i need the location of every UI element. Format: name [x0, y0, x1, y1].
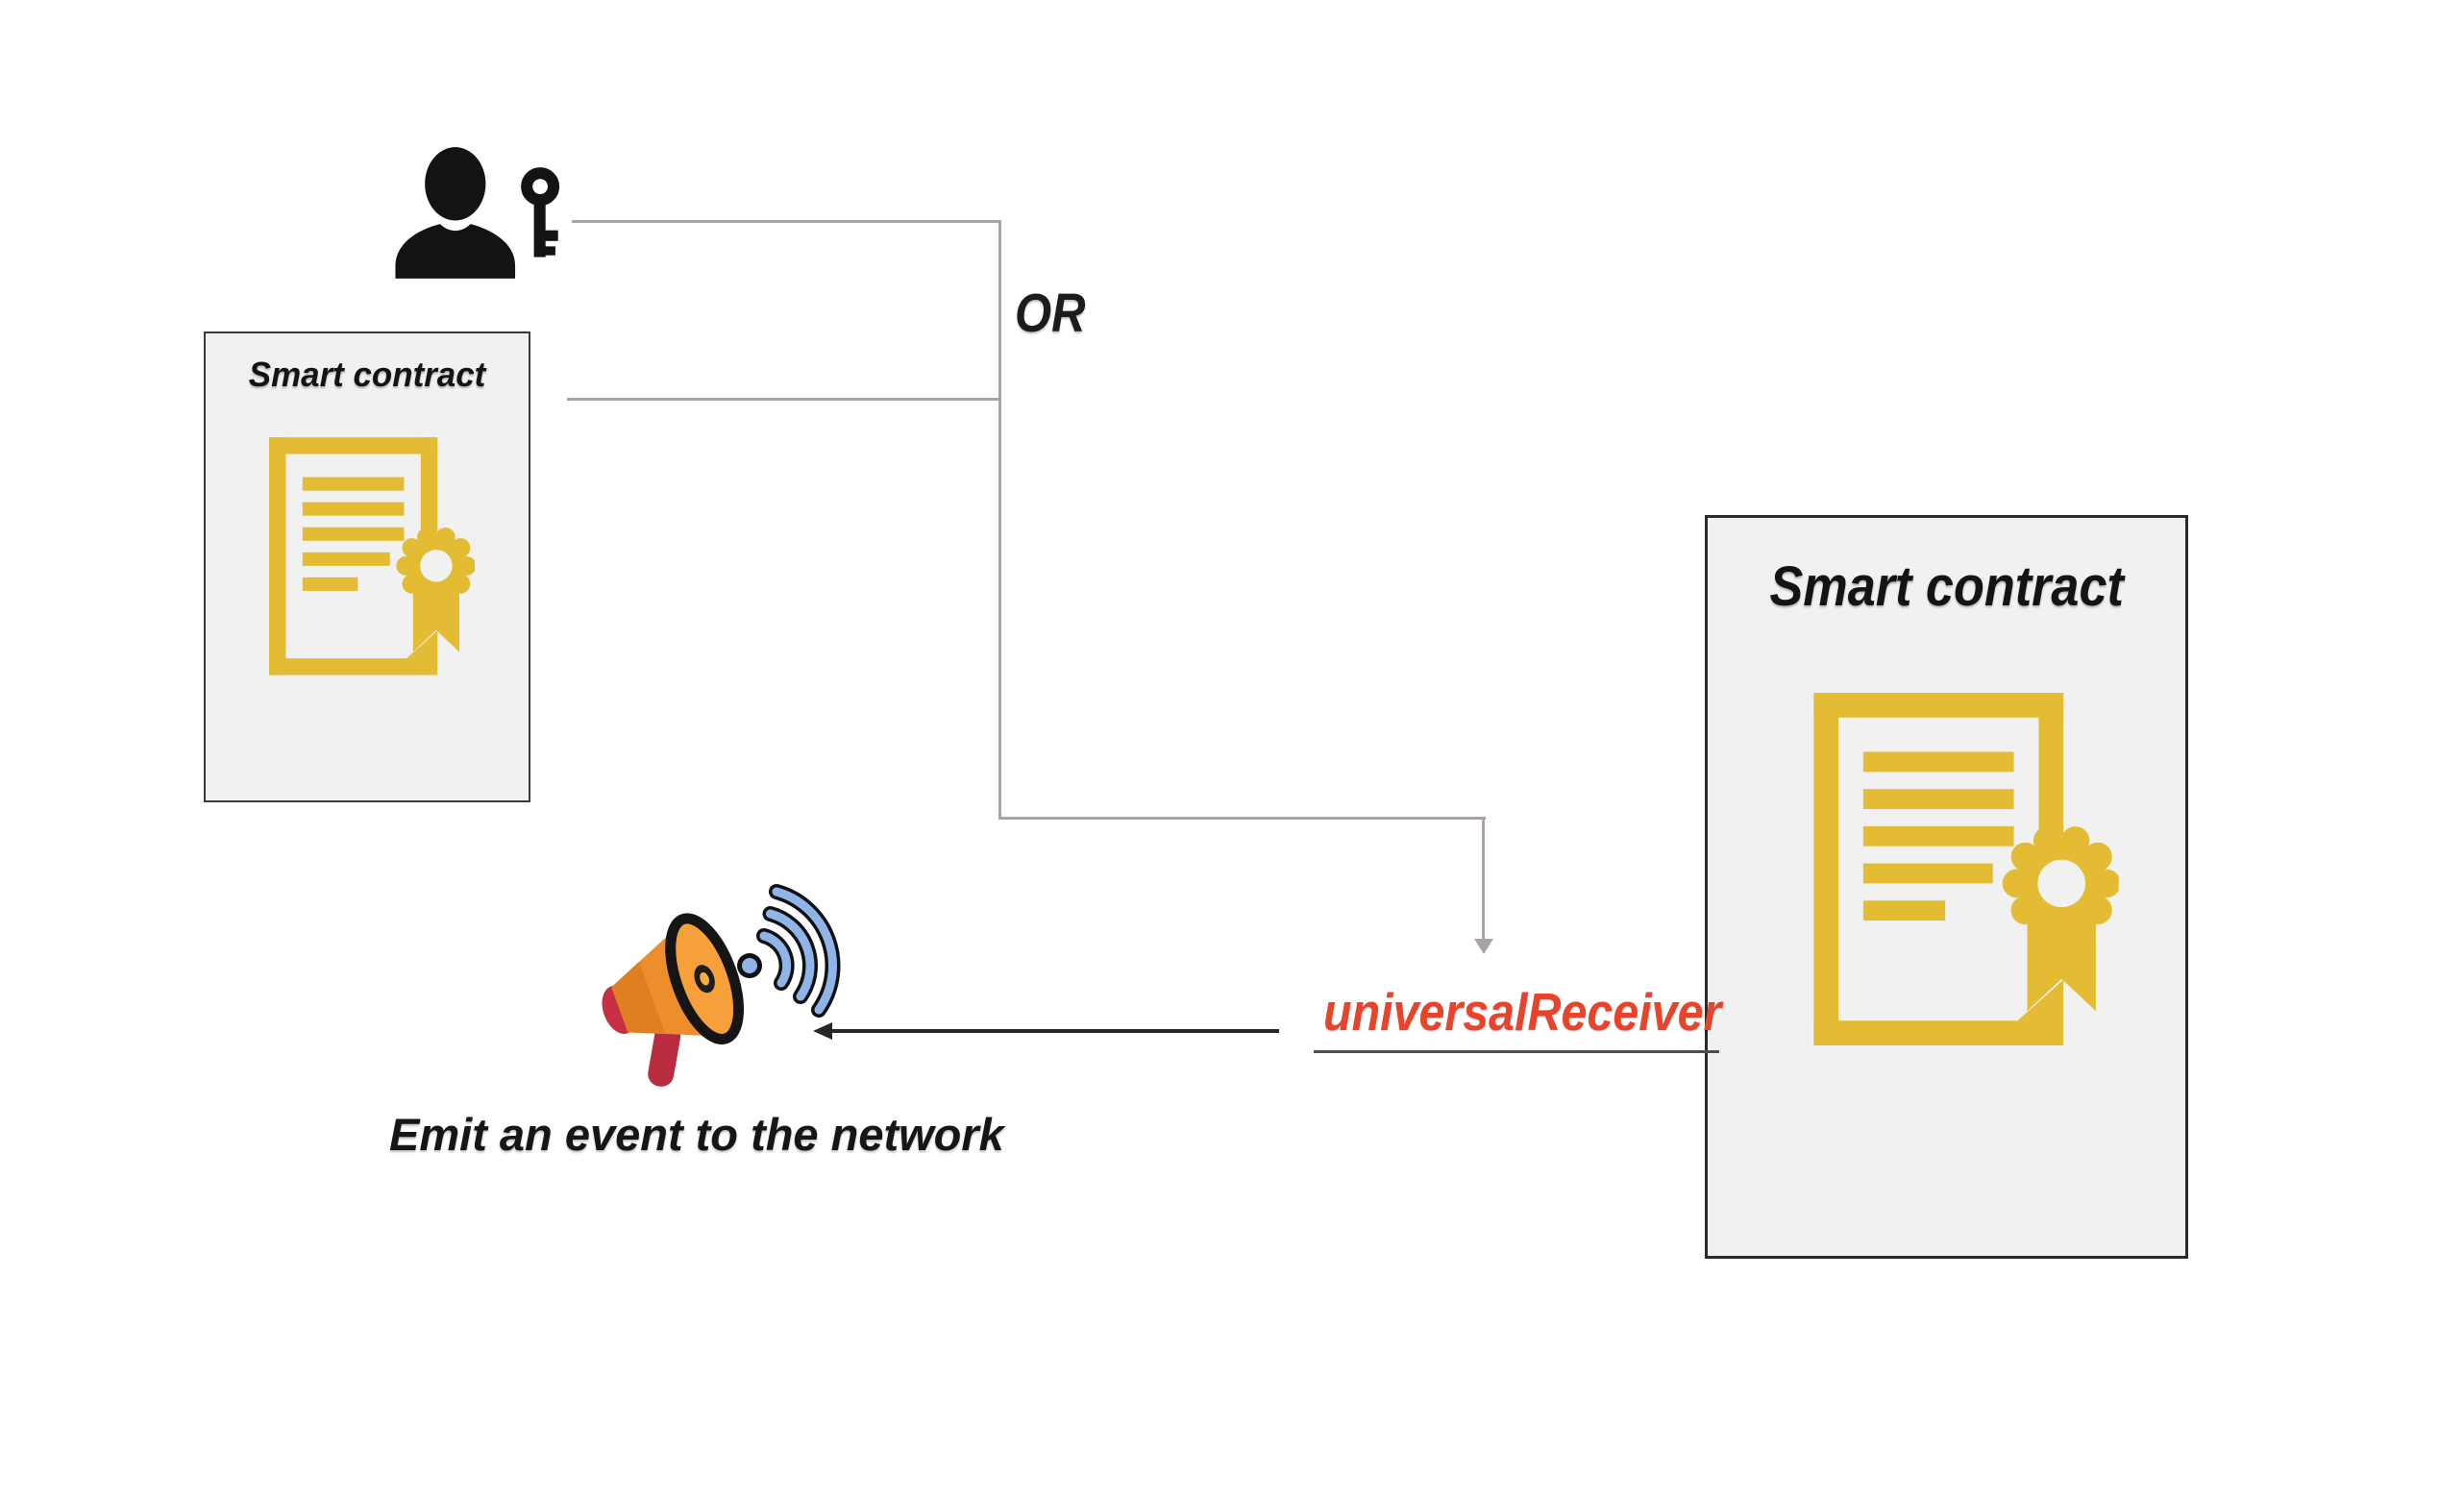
user-with-key-icon — [395, 147, 560, 279]
sound-waves-icon — [756, 884, 841, 1018]
smart-contract-box-left: Smart contract — [204, 332, 530, 802]
contract-certificate-icon — [269, 437, 475, 676]
connector-user-to-junction — [572, 220, 1000, 223]
connector-contract-to-megaphone — [828, 1029, 1279, 1033]
connector-junction-vertical — [998, 220, 1001, 819]
arrow-down-icon — [1474, 939, 1493, 954]
contract-certificate-icon — [1813, 693, 2119, 1047]
receiver-underline — [1314, 1050, 1719, 1053]
connector-junction-horizontal — [998, 817, 1486, 820]
smart-contract-title-right: Smart contract — [1769, 555, 2124, 618]
connector-contract-to-junction — [567, 398, 1000, 401]
megaphone-icon — [602, 884, 841, 1087]
arrow-left-icon — [813, 1022, 832, 1040]
or-label: OR — [1015, 282, 1086, 344]
connector-down-to-receiver — [1482, 817, 1485, 940]
smart-contract-title-left: Smart contract — [248, 355, 486, 394]
universal-receiver-label: universalReceiver — [1323, 982, 1722, 1042]
event-caption: Emit an event to the network — [389, 1109, 1004, 1160]
smart-contract-box-right: Smart contract — [1705, 515, 2188, 1259]
